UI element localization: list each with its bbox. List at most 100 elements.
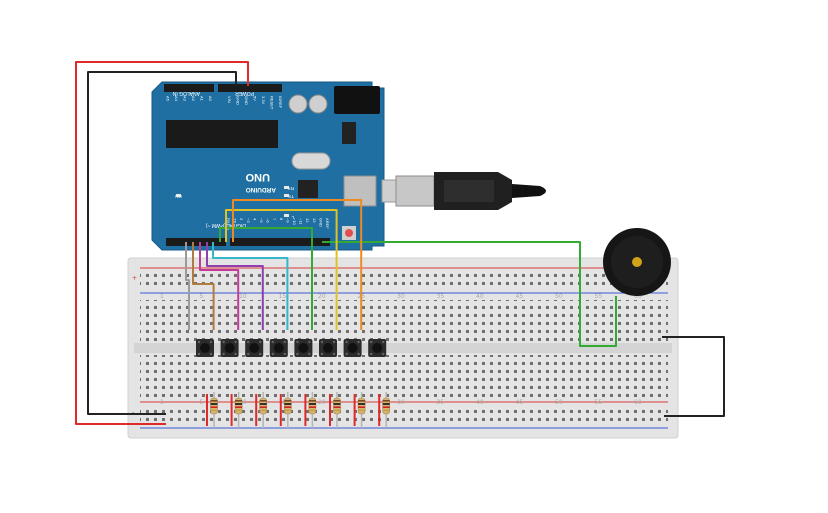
pin-label: VIN [227,96,232,103]
ground-wire [87,71,237,415]
pushbutton [294,339,313,357]
rail-marker-minus: - [132,409,134,416]
pin-label: AREF [325,218,330,229]
column-number-top: 35 [437,293,445,300]
column-number-bottom: 10 [239,399,247,406]
key-wire [225,209,338,330]
column-number-bottom: 40 [476,399,484,406]
key-wire [219,227,313,330]
pin-label: A5 [166,96,171,102]
pushbutton [220,339,239,357]
pin-label: 12 [305,218,310,223]
pin-label: ~5 [259,218,264,223]
pin-label: GND [318,218,323,227]
breadboard: + - 115510101515202025253030353540404545… [127,257,679,439]
pin-label: 7 [272,218,277,221]
crystal [291,152,331,170]
column-number-top: 1 [160,293,164,300]
power-header-label: POWER [235,90,254,96]
board-brand-label: ARDUINO [246,186,276,193]
on-label: ON [175,194,182,199]
pin-label: A1 [200,96,205,102]
pin-label: 5V [253,96,258,101]
pin-label: ~10 [292,218,297,226]
column-numbers: 1155101015152020252530303535404045455050… [160,293,642,406]
pin-label: A0 [208,96,213,102]
key-wire [232,199,363,330]
column-number-bottom: 20 [318,399,326,406]
pin-label: ~3 [246,218,251,223]
column-number-top: 15 [279,293,287,300]
pushbutton [245,339,264,357]
voltage-regulator [342,122,356,144]
column-number-bottom: 45 [516,399,524,406]
pushbutton [196,339,214,357]
column-number-top: 40 [476,293,484,300]
column-number-top: 60 [634,293,642,300]
key-wire [206,242,264,330]
upper-terminal-strip [140,300,668,342]
pin-label: ~6 [266,218,271,223]
usb-cable [512,184,546,198]
column-number-bottom: 50 [555,399,563,406]
center-channel [134,343,672,353]
key-wires [185,199,363,330]
l-led [284,214,289,217]
resistor [259,392,268,428]
piezo-buzzer [603,228,671,296]
pin-label: A3 [183,96,188,102]
column-number-bottom: 1 [160,399,164,406]
rx-label: RX [288,186,294,191]
digital-header-high [230,238,330,246]
arduino-uno-board: UNO ARDUINO DIGITAL (PWM ~) POWER ANALOG… [151,81,385,251]
pushbuttons [196,339,387,357]
pin-label: 2 [239,218,244,221]
resistor [333,392,341,428]
key-wire [185,242,190,330]
tx-led [284,194,289,197]
pin-label: IOREF [278,96,283,109]
buzzer-wire [322,241,617,347]
column-number-top: 45 [516,293,524,300]
column-number-bottom: 5 [200,399,204,406]
l-label: L [291,215,294,220]
bottom-power-rail [140,406,668,424]
wires [75,61,725,425]
pin-label: GND [244,96,249,105]
pin-label: ~9 [285,218,290,223]
key-wire [192,242,215,330]
key-wire [212,242,289,330]
power-jack [334,86,380,114]
column-number-bottom: 35 [437,399,445,406]
buzzer-center [632,257,642,267]
column-number-top: 30 [397,293,405,300]
resistor [234,392,243,428]
column-number-bottom: 55 [595,399,603,406]
pin-label: RX←0 [226,218,231,231]
pin-label: GND [236,96,241,105]
usb-plug-metal [395,175,435,207]
reset-button-cap [345,229,353,237]
pin-label: 13 [312,218,317,223]
pushbutton [319,339,337,357]
lower-terminal-strip [140,355,668,397]
top-power-rail [140,272,668,290]
usb-chip [298,180,318,198]
digital-header-low [166,238,226,246]
pushbutton [343,339,362,357]
power-header [218,84,282,92]
column-number-top: 50 [555,293,563,300]
analog-header [164,84,214,92]
resistor [382,392,391,428]
resistor [357,392,366,428]
pin-label: A2 [191,96,196,102]
pin-label: TX→1 [233,218,238,230]
column-number-top: 20 [318,293,326,300]
resistor [283,392,292,428]
pushbutton [368,339,387,357]
ground-jumper-wire [662,336,725,417]
pushbutton [269,339,288,357]
resistor [308,392,317,428]
